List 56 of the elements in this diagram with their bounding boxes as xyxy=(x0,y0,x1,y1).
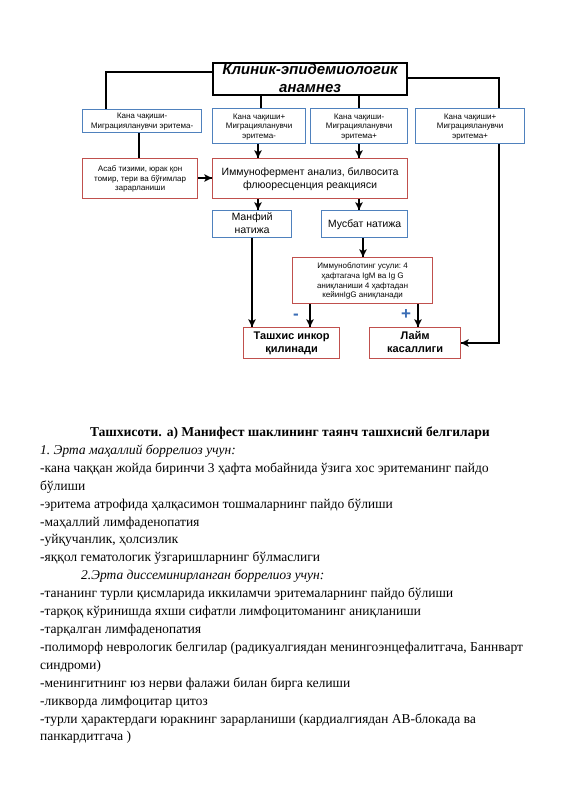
result-box xyxy=(321,210,408,238)
edge-label: + xyxy=(401,305,411,322)
list-item: -кана чаққан жойда биринчи 3 ҳафта мобайнида ўзига хос эритеманинг пайдо бўлиши xyxy=(40,458,490,495)
list-item: -эритема атрофида ҳалқасимон тошмаларнинг пайдо бўлиши xyxy=(40,494,394,513)
box-label: Манфий натижа xyxy=(230,211,274,237)
condition-box xyxy=(415,108,525,144)
list-item: -ликворда лимфоцитар цитоз xyxy=(40,692,209,710)
box-label: Кана чақиши+ Миграцияланувчи эритема- xyxy=(224,112,294,140)
box-label: Клиник-эпидемиологик анамнез xyxy=(221,61,399,97)
box-label: Иммуноблотинг усули: 4 ҳафтагача IgM ва Ig G аниқланиши 4 ҳафтадан кейинIgG аниқланади xyxy=(316,261,410,300)
box-label: Кана чақиши+ Миграцияланувчи эритема+ xyxy=(436,112,504,140)
arrow xyxy=(414,304,422,327)
box-label: Лайм касаллиги xyxy=(386,330,444,356)
connector-line xyxy=(105,71,212,109)
connector-line xyxy=(358,96,360,108)
arrow xyxy=(355,199,363,210)
connector-line xyxy=(408,77,500,108)
connector-line xyxy=(138,133,140,158)
outcome-box xyxy=(369,327,461,359)
subsection-heading: 1. Эрта маҳаллий боррелиоз учун: xyxy=(40,440,237,459)
box-label: Иммунофермент анализ, билвосита флюоресценция реакцияси xyxy=(220,166,400,192)
arrow xyxy=(254,144,262,158)
list-item: -тарқоқ кўринишда яхши сифатли лимфоцитоманинг аниқланиши xyxy=(40,602,422,620)
arrow xyxy=(198,174,212,182)
arrow xyxy=(355,144,363,158)
list-item: -маҳаллий лимфаденопатия xyxy=(40,512,200,530)
arrow xyxy=(359,238,367,257)
list-item: -полиморф неврологик белгилар (радикуалгиядан менингоэнцефалитгача, Баннварт синдроми) xyxy=(40,638,524,674)
box-label: Кана чақиши- Миграцияланувчи эритема- xyxy=(90,111,194,131)
box-label: Мусбат натижа xyxy=(328,218,402,230)
arrow xyxy=(254,199,262,210)
process-box xyxy=(212,158,408,199)
list-item: -тарқалган лимфаденопатия xyxy=(40,620,202,638)
result-box xyxy=(212,210,292,238)
box-label: Асаб тизими, юрак қон томир, тери ва бўғимлар зарарланиши xyxy=(93,164,187,193)
box-label: Кана чақиши- Миграцияланувчи эритема+ xyxy=(324,112,394,140)
process-box xyxy=(82,158,198,199)
list-item: -тананинг турли қисмларида иккиламчи эритемаларнинг пайдо бўлиши xyxy=(40,584,454,602)
list-item: -турли ҳарактердаги юракнинг зарарланиши (кардиалгиядан АВ-блокада ва панкардитгача ) xyxy=(40,710,477,746)
arrow xyxy=(461,144,500,347)
list-item: -менингитнинг юз нерви фалажи билан бирга келиши xyxy=(40,674,352,692)
arrow xyxy=(306,304,314,327)
list-item: -уйқучанлик, ҳолсизлик xyxy=(40,530,180,548)
section-heading: Ташхисоти. xyxy=(90,423,162,441)
box-label: Ташхис инкор қилинади xyxy=(252,330,330,356)
condition-box xyxy=(310,108,408,144)
condition-box xyxy=(212,108,306,144)
section-heading: а) Манифест шаклининг таянч ташхисий белгилари xyxy=(166,423,490,441)
condition-box xyxy=(82,109,202,133)
process-box xyxy=(292,257,433,304)
outcome-box xyxy=(243,327,340,359)
edge-label: - xyxy=(293,305,299,322)
arrow xyxy=(248,238,256,327)
list-item: -яққол гематологик ўзгаришларнинг бўлмаслиги xyxy=(40,548,321,566)
subsection-heading: 2.Эрта диссеминирланган боррелиоз учун: xyxy=(81,566,326,584)
connector-line xyxy=(260,96,262,108)
